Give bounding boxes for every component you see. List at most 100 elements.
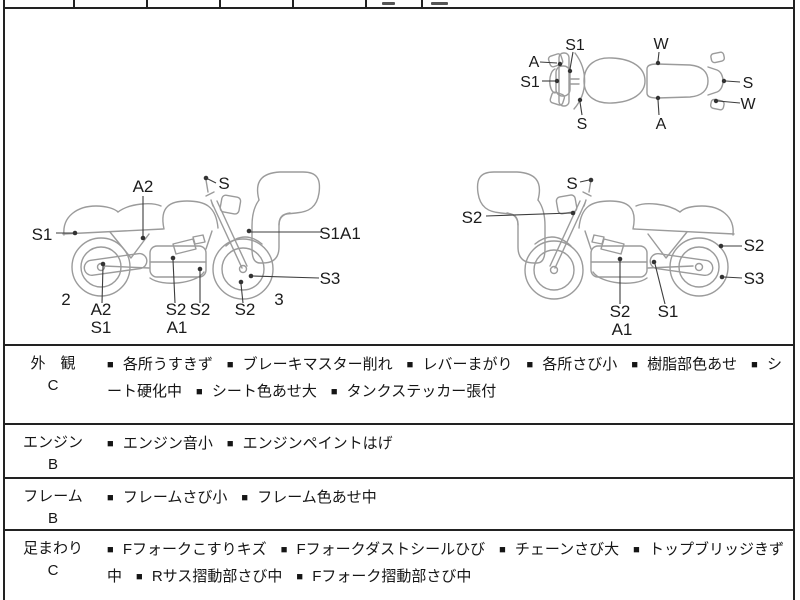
bullet-icon: ■	[107, 438, 114, 450]
left-view-label: S2	[190, 300, 211, 319]
left-view-label: S2	[166, 300, 187, 319]
top-row-divider	[219, 0, 221, 8]
condition-row-engine: エンジン B ■ エンジン音小■ エンジンペイントはげ	[4, 425, 795, 477]
right-view-marker-dots	[570, 177, 725, 280]
condition-item: ■ シート色あせ大	[196, 383, 317, 400]
top-row-divider	[73, 0, 75, 8]
bullet-icon: ■	[330, 386, 338, 398]
bullet-icon: ■	[107, 544, 114, 556]
top-row-divider	[421, 0, 423, 8]
left-view-label: S1A1	[319, 224, 360, 243]
left-view-marker-dots	[72, 175, 254, 285]
condition-items: ■ Fフォークこすりキズ ■ Fフォークダストシールひび ■ チェーンさび大■ トッ…	[107, 537, 785, 591]
top-view-label: S	[743, 75, 754, 92]
motorcycle-left-side-diagram: A2 S S1 S1A1 S3 2 A2 S1 S2 S2 A1 S2 3	[32, 171, 360, 337]
right-view-label: S1	[658, 302, 679, 321]
condition-item: ■ 各所うすきず	[107, 356, 213, 373]
motorcycle-top-view-diagram: S1 A S1 S W A S W	[520, 36, 756, 133]
right-view-label: S3	[744, 269, 765, 288]
bullet-icon: ■	[136, 571, 143, 583]
table-separator	[3, 423, 795, 425]
condition-item: ■ 樹脂部色あせ	[631, 356, 738, 373]
condition-item: ■ エンジン音小	[107, 435, 213, 452]
bullet-icon: ■	[107, 359, 114, 371]
bullet-icon: ■	[107, 492, 114, 504]
left-view-label: S1	[91, 318, 112, 337]
condition-item: ■ 各所さび小	[526, 356, 618, 373]
cutoff-row-text-remnant	[382, 2, 395, 5]
top-row-divider	[365, 0, 367, 8]
condition-item: ■ レバーまがり	[406, 356, 513, 373]
sheet-left-border	[3, 0, 5, 600]
top-view-leader-lines	[539, 51, 741, 116]
motorcycle-left-side-art	[62, 171, 321, 300]
condition-category-label: エンジン	[22, 434, 83, 451]
condition-category: 外 観 C	[12, 353, 94, 397]
condition-category: 足まわり C	[12, 538, 94, 582]
condition-item: ■ トップブリッジきず中	[107, 541, 784, 585]
condition-item: ■ タンクステッカー張付	[330, 383, 497, 400]
left-view-label: A1	[167, 318, 188, 337]
condition-category: フレーム B	[12, 486, 94, 530]
left-view-label: A2	[133, 177, 154, 196]
bullet-icon: ■	[499, 544, 506, 556]
bullet-icon: ■	[296, 571, 304, 583]
left-view-label: A2	[91, 300, 112, 319]
right-view-label: S2	[744, 236, 765, 255]
left-view-label: S3	[320, 269, 341, 288]
condition-category-label: 足まわり	[22, 540, 83, 557]
bullet-icon: ■	[631, 359, 638, 371]
condition-item: ■ Rサス摺動部さび中	[136, 568, 283, 585]
right-view-label: S	[566, 174, 577, 193]
right-view-label: A1	[612, 320, 633, 339]
condition-items: ■ エンジン音小■ エンジンペイントはげ	[107, 431, 785, 458]
top-view-label: A	[656, 116, 667, 133]
right-view-label: S2	[462, 208, 483, 227]
condition-category-label: 外 観	[30, 355, 76, 372]
table-separator	[3, 529, 795, 531]
condition-item: ■ チェーンさび大	[499, 541, 620, 558]
condition-item: ■ ブレーキマスター削れ	[226, 356, 393, 373]
table-separator	[3, 477, 795, 479]
condition-items: ■ フレームさび小 ■ フレーム色あせ中	[107, 485, 785, 512]
top-view-label: W	[653, 36, 669, 53]
condition-item: ■ シート硬化中	[107, 356, 782, 400]
left-view-leader-lines	[56, 178, 321, 304]
condition-items: ■ 各所うすきず ■ ブレーキマスター削れ ■ レバーまがり ■ 各所さび小 ■ 樹脂部…	[107, 352, 785, 406]
bullet-icon: ■	[226, 438, 234, 450]
cutoff-row-text-remnant	[431, 2, 448, 5]
top-view-marker-dots	[554, 60, 727, 104]
bullet-icon: ■	[241, 492, 249, 504]
right-view-label: S2	[610, 302, 631, 321]
top-view-label: W	[740, 96, 756, 113]
bullet-icon: ■	[280, 544, 288, 556]
condition-grade: B	[47, 510, 58, 527]
left-view-label: S2	[235, 300, 256, 319]
condition-item: ■ Fフォークダストシールひび	[280, 541, 486, 558]
bullet-icon: ■	[226, 359, 234, 371]
condition-row-exterior: 外 観 C ■ 各所うすきず ■ ブレーキマスター削れ ■ レバーまがり ■ 各所さび…	[4, 346, 795, 423]
bullet-icon: ■	[406, 359, 414, 371]
condition-grade: C	[47, 562, 59, 579]
left-view-label: S	[218, 174, 229, 193]
motorcycle-right-side-diagram: S S2 S2 S3 S2 A1 S1	[462, 171, 765, 339]
condition-item: ■ フレームさび小	[107, 489, 228, 506]
top-view-label: S1	[565, 37, 585, 54]
bullet-icon: ■	[196, 386, 203, 398]
top-row-divider	[146, 0, 148, 8]
bullet-icon: ■	[633, 544, 640, 556]
condition-item: ■ Fフォーク摺動部さび中	[296, 568, 472, 585]
condition-grade: C	[47, 377, 59, 394]
top-row-bottom-border	[3, 7, 795, 9]
right-view-leader-lines	[485, 179, 743, 305]
condition-category-label: フレーム	[23, 488, 83, 505]
motorcycle-top-view-art	[547, 51, 726, 111]
top-view-label: S	[577, 116, 588, 133]
condition-item: ■ フレーム色あせ中	[241, 489, 377, 506]
condition-grade: B	[47, 456, 58, 473]
table-separator	[3, 344, 795, 346]
left-view-label: 2	[61, 290, 70, 309]
condition-item: ■ Fフォークこすりキズ	[107, 541, 267, 558]
top-view-label: S1	[520, 74, 540, 91]
